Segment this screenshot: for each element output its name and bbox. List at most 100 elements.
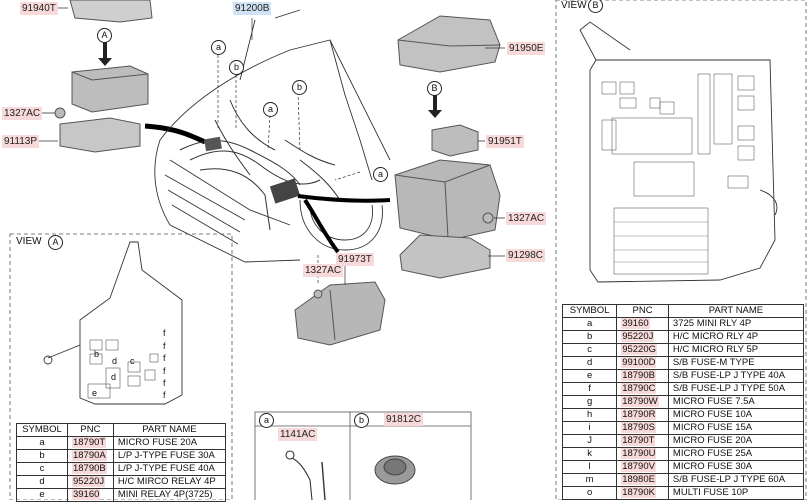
callout-91950E[interactable]: 91950E [507,42,546,55]
symbol-cell: J [561,434,618,448]
view-a-fuse-box [43,241,183,405]
view-a-cell: f [163,328,166,338]
marker-B: B [427,81,442,96]
part-name-cell: L/P J-TYPE FUSE 30A [112,449,227,463]
view-a-letter: A [48,235,63,250]
pnc-link[interactable]: 39160 [71,489,101,500]
marker-a-2: a [263,102,278,117]
pnc-cell[interactable]: 18790S [616,421,669,435]
pnc-link[interactable]: 18790T [71,437,107,448]
pnc-cell[interactable]: 95220J [66,475,114,489]
pnc-link[interactable]: 18790B [71,463,107,474]
callout-91113P[interactable]: 91113P [2,135,39,148]
pnc-cell[interactable]: 99100D [616,356,669,370]
grommet-part [374,455,416,485]
pnc-link[interactable]: 18790R [621,409,657,420]
part-name-cell: MICRO FUSE 15A [667,421,805,435]
callout-91298C[interactable]: 91298C [506,249,546,262]
pnc-link[interactable]: 18790T [621,435,656,446]
callout-1327AC-b[interactable]: 1327AC [506,212,547,225]
pnc-link[interactable]: 95220G [621,344,658,355]
symbol-cell: b [561,330,618,344]
pnc-link[interactable]: 18790V [621,461,656,472]
pnc-cell[interactable]: 18790V [616,460,669,474]
pnc-link[interactable]: 39160 [621,318,650,329]
pnc-cell[interactable]: 18790K [616,486,669,500]
view-a-cell: f [163,390,166,400]
marker-b-1: b [229,60,244,75]
pnc-cell[interactable]: 39160 [616,317,669,331]
pnc-cell[interactable]: 95220G [616,343,669,357]
symbol-cell: m [561,473,618,487]
pnc-link[interactable]: 95220J [71,476,106,487]
col-symbol: SYMBOL [16,423,68,437]
pnc-link[interactable]: 18790B [621,370,656,381]
view-b-title: VIEW [561,0,587,11]
symbol-cell: d [16,475,68,489]
pnc-link[interactable]: 18790S [621,422,656,433]
callout-91973T[interactable]: 91973T [336,253,374,266]
symbol-cell: d [561,356,618,370]
pnc-link[interactable]: 18790W [621,396,659,407]
symbol-cell: b [16,449,68,463]
pnc-cell[interactable]: 18790W [616,395,669,409]
pnc-cell[interactable]: 18790U [616,447,669,461]
pnc-cell[interactable]: 18790B [616,369,669,383]
view-b-letter: B [588,0,603,13]
callout-1327AC-a[interactable]: 1327AC [2,107,43,120]
pnc-link[interactable]: 18790A [71,450,107,461]
pnc-link[interactable]: 18790U [621,448,657,459]
pnc-cell[interactable]: 18790C [616,382,669,396]
pnc-cell[interactable]: 18790T [66,436,114,450]
part-name-cell: S/B FUSE-LP J TYPE 60A [667,473,805,487]
marker-A: A [97,28,112,43]
callout-91812C[interactable]: 91812C [384,413,424,426]
part-name-cell: L/P J-TYPE FUSE 40A [112,462,227,476]
pnc-link[interactable]: 18790C [621,383,657,394]
pnc-link[interactable]: 18980E [621,474,656,485]
symbol-cell: g [561,395,618,409]
pnc-link[interactable]: 18790K [621,487,656,498]
part-name-cell: S/B FUSE-M TYPE [667,356,805,370]
callout-91940T[interactable]: 91940T [20,2,58,15]
part-name-cell: MICRO FUSE 25A [667,447,805,461]
pnc-link[interactable]: 95220J [621,331,655,342]
relay-box-cover-a [69,0,153,23]
symbol-cell: f [561,382,618,396]
callout-91200B[interactable]: 91200B [233,2,272,15]
view-a-cell: f [163,378,166,388]
view-a-cell: d [112,356,118,366]
vehicle-outline [154,9,391,263]
symbol-cell: c [16,462,68,476]
col-part-name: PART NAME [112,423,227,437]
battery-bracket [294,281,386,346]
view-a-cell: f [163,366,166,376]
pnc-cell[interactable]: 18980E [616,473,669,487]
pnc-cell[interactable]: 18790R [616,408,669,422]
view-a-cell: b [94,349,100,359]
pnc-cell[interactable]: 18790T [616,434,669,448]
pnc-link[interactable]: 99100D [621,357,657,368]
symbol-cell: a [16,436,68,450]
callout-1327AC-c[interactable]: 1327AC [303,264,344,277]
relay-block-a [71,65,149,113]
callout-1141AC[interactable]: 1141AC [278,428,318,441]
box-a-label: a [259,413,274,428]
col-pnc: PNC [66,423,114,437]
pnc-cell[interactable]: 18790B [66,462,114,476]
callout-91951T[interactable]: 91951T [486,135,524,148]
pnc-cell[interactable]: 18790A [66,449,114,463]
part-name-cell: 3725 MINI RLY 4P [667,317,805,331]
fuse-box-cover-b [397,15,501,73]
pnc-cell[interactable]: 95220J [616,330,669,344]
